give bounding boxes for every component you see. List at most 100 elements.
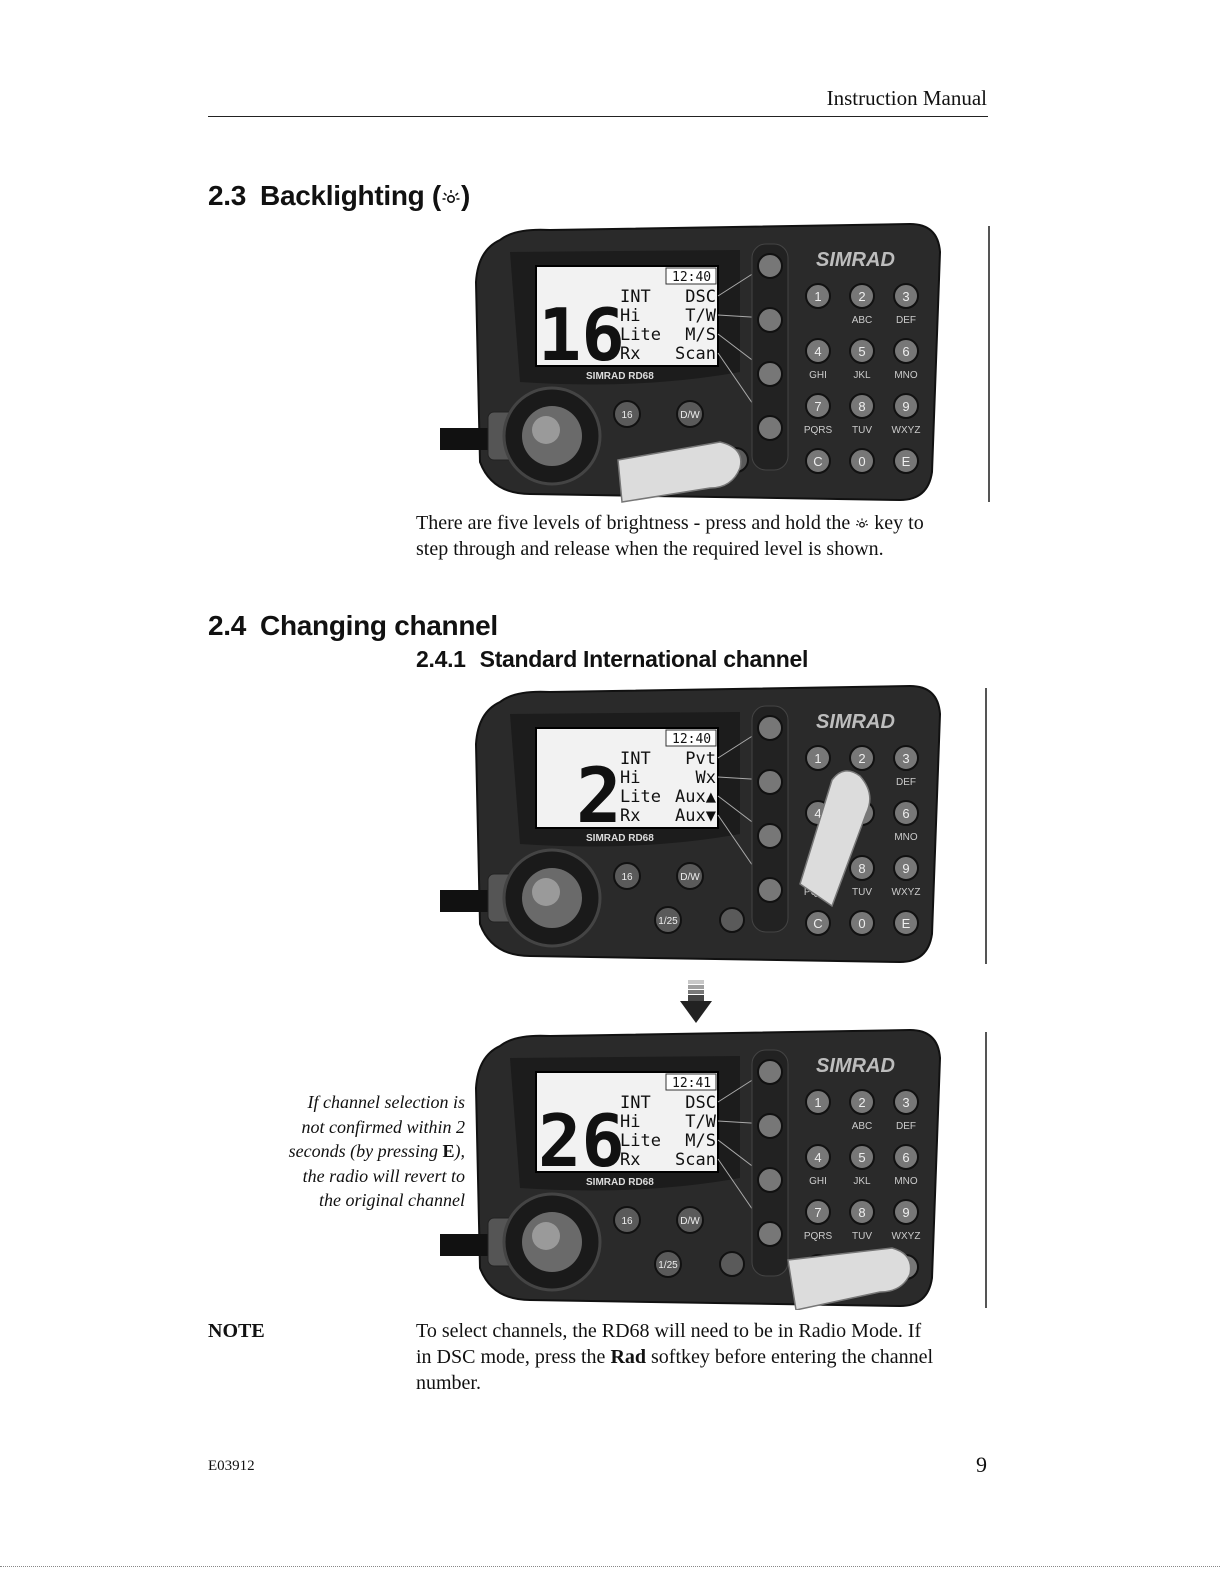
keypad-key (849, 910, 875, 936)
function-button (676, 400, 704, 428)
lcd-status-left: Lite (620, 325, 661, 345)
lcd-screen (535, 265, 719, 367)
function-button (676, 862, 704, 890)
lcd-softkey-label: Scan (675, 1150, 716, 1170)
function-button (613, 400, 641, 428)
softkey-button (757, 1221, 783, 1247)
function-button-label: D/W (680, 410, 700, 421)
function-button (676, 1206, 704, 1234)
lcd-status-left: INT (620, 287, 651, 307)
softkey-button (757, 715, 783, 741)
keypad-key (893, 338, 919, 364)
keypad-key-label: 1 (814, 1095, 821, 1110)
section-number: 2.3 (208, 180, 247, 211)
keypad-key-label: 1 (814, 289, 821, 304)
function-button-label: D/W (680, 872, 700, 883)
section-title: Backlighting ( (260, 180, 441, 211)
keypad-key (893, 855, 919, 881)
softkey-button (757, 1113, 783, 1139)
backlight-icon (442, 189, 460, 203)
backlight-line-2: step through and release when the requir… (416, 538, 884, 560)
document-id: E03912 (208, 1458, 255, 1474)
lcd-time: 12:40 (672, 732, 711, 747)
keypad-key-letters: WXYZ (892, 887, 921, 898)
lcd-softkey-label: DSC (685, 1093, 716, 1113)
lcd-status-left: Hi (620, 306, 640, 326)
section-title-close: ) (460, 180, 470, 211)
keypad-key-label: 8 (858, 1205, 865, 1220)
keypad-key (849, 1199, 875, 1225)
section-title: Changing channel (260, 610, 498, 641)
lcd-status-left: INT (620, 749, 651, 769)
keypad-key-label: C (813, 454, 822, 469)
keypad-key-letters: JKL (853, 370, 871, 381)
keypad-key-letters: DEF (896, 777, 916, 788)
note-line: in DSC mode, press the Rad softkey befor… (416, 1346, 934, 1368)
keypad-key-letters: GHI (809, 370, 827, 381)
keypad-key-letters: DEF (896, 1121, 916, 1132)
keypad-key (849, 393, 875, 419)
keypad-key (893, 745, 919, 771)
softkey-strip (751, 243, 789, 471)
page-edge-dotted-line (0, 1566, 1220, 1567)
lcd-softkey-label: M/S (685, 1131, 716, 1151)
keypad-key (849, 1089, 875, 1115)
keypad-key (893, 910, 919, 936)
caption-line: If channel selection is (307, 1092, 465, 1112)
function-button-label: D/W (680, 1216, 700, 1227)
subsection-title: Standard International channel (479, 646, 809, 672)
keypad-key-label: 8 (858, 399, 865, 414)
keypad-key-letters: MNO (894, 370, 918, 381)
softkey-button (757, 253, 783, 279)
keypad-key-label: 6 (902, 806, 909, 821)
function-button-label: 16 (621, 1216, 633, 1227)
keypad-key-label: 3 (902, 751, 909, 766)
softkey-button (757, 415, 783, 441)
keypad-key (849, 448, 875, 474)
keypad-key-label: 8 (858, 861, 865, 876)
keypad-key-letters: JKL (853, 1176, 871, 1187)
keypad-key (805, 1089, 831, 1115)
lcd-status-left: Lite (620, 1131, 661, 1151)
keypad-key (893, 283, 919, 309)
lcd-softkey-label: Scan (675, 344, 716, 364)
keypad-key (805, 448, 831, 474)
lcd-softkey-label: Pvt (685, 749, 716, 769)
softkey-button (757, 1059, 783, 1085)
keypad-key-label: E (902, 454, 911, 469)
keypad-key (893, 1199, 919, 1225)
keypad-key (849, 283, 875, 309)
keypad-key-label: 6 (902, 344, 909, 359)
cable (440, 1234, 495, 1256)
note-label: NOTE (208, 1320, 265, 1342)
keypad-key-label: 3 (902, 289, 909, 304)
subsection-number: 2.4.1 (416, 646, 466, 672)
keypad-key (805, 1199, 831, 1225)
keypad-key-label: 3 (902, 1095, 909, 1110)
backlight-button (719, 907, 745, 933)
lcd-status-left: Hi (620, 768, 640, 788)
backlight-line-1: There are five levels of brightness - pr… (416, 512, 924, 534)
keypad-key-letters: DEF (896, 315, 916, 326)
keypad-key (849, 338, 875, 364)
keypad-key (893, 800, 919, 826)
softkey-button (757, 823, 783, 849)
finger-pressing (617, 441, 742, 503)
keypad-key-label: 4 (814, 806, 821, 821)
function-button (654, 1250, 682, 1278)
softkey-button (757, 769, 783, 795)
margin-line (985, 688, 987, 964)
keypad-key (893, 1144, 919, 1170)
lcd-softkey-label: Aux▲ (675, 787, 717, 807)
section-2-4-1-heading: 2.4.1 Standard International channel (416, 646, 808, 673)
cable (440, 890, 495, 912)
keypad-key-label: 5 (858, 344, 865, 359)
keypad-key (805, 338, 831, 364)
lcd-status-left: INT (620, 1093, 651, 1113)
note-line: number. (416, 1372, 481, 1394)
caption-line: not confirmed within 2 (301, 1116, 466, 1137)
function-button-label: 16 (621, 872, 633, 883)
keypad-key-letters: PQRS (804, 425, 833, 436)
header-title: Instruction Manual (826, 86, 987, 110)
softkey-button (757, 361, 783, 387)
